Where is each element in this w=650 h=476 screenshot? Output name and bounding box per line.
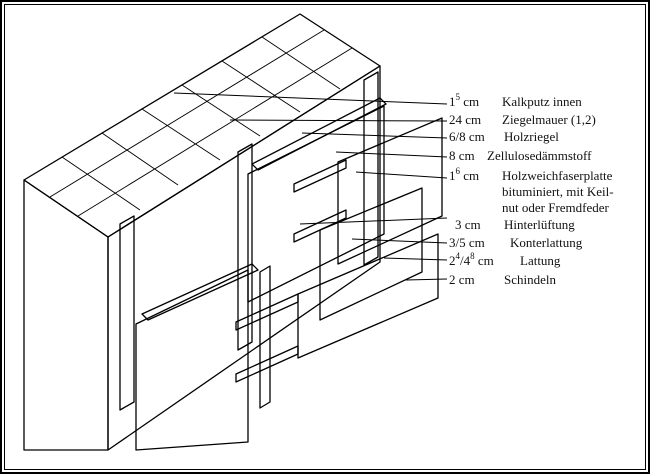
leader-ziegelmauer [229, 119, 448, 122]
shingles [297, 117, 443, 359]
brick-wall-front-face [107, 65, 381, 451]
batten-3 [293, 159, 347, 193]
stud-right [363, 71, 379, 266]
brick-top-joints [49, 29, 353, 217]
leader-lattung [383, 257, 448, 261]
leader-konterlattung [351, 238, 448, 244]
shingles-top [337, 117, 443, 265]
timber-studs [119, 71, 379, 411]
leader-holzweichfaser [355, 171, 448, 179]
shingles-bottom [297, 233, 439, 359]
insulation-lower [141, 263, 259, 321]
leader-kalkputz [173, 92, 448, 105]
stud-middle [237, 143, 253, 351]
fibre-board-upper [247, 105, 385, 303]
leader-holzriegel [301, 132, 448, 139]
label-holzweichfaser-line3: nut oder Fremdfeder [502, 200, 610, 215]
fibre-board-lower [135, 269, 249, 451]
batten-2 [235, 345, 299, 383]
brick-wall [23, 13, 381, 451]
shingles-middle [319, 187, 423, 321]
insulation [141, 97, 387, 321]
label-holzweichfaser-line2: bituminiert, mit Keil- [502, 184, 614, 199]
leader-schindeln [405, 278, 448, 281]
batten-4 [293, 209, 347, 243]
leader-zellulose [335, 151, 448, 158]
counter-batten-1 [259, 265, 271, 409]
stud-left [119, 215, 135, 411]
brick-wall-left-face [23, 179, 109, 451]
leader-hinterlueftung [299, 217, 448, 225]
leader-lines [173, 92, 448, 281]
fibre-board [135, 105, 385, 451]
